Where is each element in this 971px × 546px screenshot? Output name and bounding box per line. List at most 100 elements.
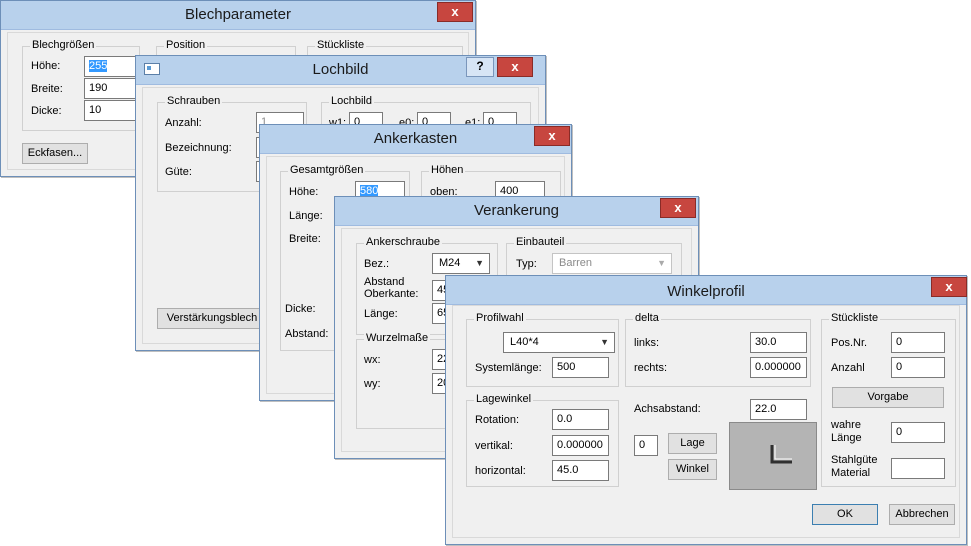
- bez-label: Bez.:: [364, 258, 390, 270]
- horizontal-field[interactable]: 45.0: [552, 460, 609, 481]
- rechts-label: rechts:: [634, 362, 668, 374]
- guete-label: Güte:: [165, 166, 192, 178]
- posnr-field[interactable]: 0: [891, 332, 945, 353]
- wy-label: wy:: [364, 378, 381, 390]
- winkel-button[interactable]: Winkel: [668, 459, 717, 480]
- wahre-laenge-label-line1: wahre: [831, 419, 861, 431]
- vertikal-label: vertikal:: [475, 440, 513, 452]
- group-label: Wurzelmaße: [364, 332, 431, 344]
- hoehe-label: Höhe:: [289, 186, 319, 198]
- rechts-field[interactable]: 0.000000: [750, 357, 807, 378]
- achsabstand-label: Achsabstand:: [634, 403, 701, 415]
- dicke-label: Dicke:: [285, 303, 316, 315]
- bez-value: M24: [439, 257, 461, 269]
- anzahl-label: Anzahl:: [165, 117, 202, 129]
- lagewinkel-group: Lagewinkel: [466, 393, 619, 487]
- ankerschraube-group: Ankerschraube: [356, 236, 498, 335]
- rotation-label: Rotation:: [475, 414, 520, 426]
- close-button[interactable]: x: [660, 198, 696, 218]
- lage-value-field[interactable]: 0: [634, 435, 658, 456]
- group-label: Lochbild: [329, 95, 374, 107]
- group-label: Gesamtgrößen: [288, 164, 366, 176]
- horizontal-label: horizontal:: [475, 465, 526, 477]
- close-button[interactable]: x: [534, 126, 570, 146]
- achsabstand-field[interactable]: 22.0: [750, 399, 807, 420]
- oben-label: oben:: [430, 186, 458, 198]
- wahre-laenge-field[interactable]: 0: [891, 422, 945, 443]
- vorgabe-button[interactable]: Vorgabe: [832, 387, 944, 408]
- group-label: Einbauteil: [514, 236, 567, 248]
- lochbild-title: Lochbild: [312, 61, 369, 78]
- wahre-laenge-label-line2: Länge: [831, 432, 862, 444]
- rotation-field[interactable]: 0.0: [552, 409, 609, 430]
- vertikal-field[interactable]: 0.000000: [552, 435, 609, 456]
- delta-group: delta: [625, 312, 811, 387]
- breite-label: Breite:: [31, 83, 63, 95]
- stahlguete-label-line2: Material: [831, 467, 871, 479]
- schrauben-group: Schrauben: [157, 95, 307, 192]
- typ-value: Barren: [559, 257, 593, 269]
- chevron-down-icon: ▼: [475, 258, 484, 268]
- close-button[interactable]: x: [497, 57, 533, 77]
- ankerkasten-titlebar[interactable]: Ankerkasten x: [260, 125, 571, 154]
- laenge-label: Länge:: [364, 308, 398, 320]
- winkelprofil-window: Winkelprofil x Profilwahl L40*4 ▼ System…: [445, 275, 967, 545]
- abbrechen-button[interactable]: Abbrechen: [889, 504, 955, 525]
- angle-profile-icon: [770, 445, 792, 464]
- group-label: Stückliste: [829, 312, 881, 324]
- abstand-oberkante-label: Abstand Oberkante:: [364, 276, 419, 300]
- group-label: Profilwahl: [474, 312, 526, 324]
- winkelprofil-title: Winkelprofil: [667, 283, 745, 300]
- stueckliste-group: Stückliste: [821, 312, 956, 487]
- wx-label: wx:: [364, 354, 381, 366]
- group-label: Ankerschraube: [364, 236, 442, 248]
- anzahl-label: Anzahl: [831, 362, 865, 374]
- laenge-label: Länge:: [289, 210, 323, 222]
- group-label: Stückliste: [315, 39, 367, 51]
- breite-field[interactable]: 190: [84, 78, 136, 99]
- group-label: Position: [164, 39, 208, 51]
- profilwahl-group: Profilwahl: [466, 312, 619, 387]
- chevron-down-icon: ▼: [600, 337, 609, 347]
- anzahl-field[interactable]: 0: [891, 357, 945, 378]
- hoehe-field[interactable]: 255: [84, 56, 136, 77]
- profil-dropdown[interactable]: L40*4 ▼: [503, 332, 615, 353]
- verankerung-titlebar[interactable]: Verankerung x: [335, 197, 698, 226]
- blechparameter-title: Blechparameter: [185, 6, 291, 23]
- verstaerkungsblech-button[interactable]: Verstärkungsblech: [157, 308, 267, 329]
- bez-dropdown[interactable]: M24 ▼: [432, 253, 490, 274]
- help-button[interactable]: ?: [466, 57, 494, 77]
- typ-dropdown[interactable]: Barren ▼: [552, 253, 672, 274]
- group-label: Blechgrößen: [30, 39, 97, 51]
- bezeichnung-label: Bezeichnung:: [165, 142, 232, 154]
- close-button[interactable]: x: [437, 2, 473, 22]
- group-label: delta: [633, 312, 661, 324]
- systemlaenge-field[interactable]: 500: [552, 357, 609, 378]
- links-field[interactable]: 30.0: [750, 332, 807, 353]
- verankerung-title: Verankerung: [473, 202, 560, 219]
- stahlguete-field[interactable]: [891, 458, 945, 479]
- profile-preview: [729, 422, 817, 490]
- group-label: Höhen: [429, 164, 466, 176]
- group-label: Lagewinkel: [474, 393, 534, 405]
- systemlaenge-label: Systemlänge:: [475, 362, 542, 374]
- posnr-label: Pos.Nr.: [831, 337, 868, 349]
- blechparameter-titlebar[interactable]: Blechparameter x: [1, 1, 475, 30]
- dicke-label: Dicke:: [31, 105, 62, 117]
- lage-button[interactable]: Lage: [668, 433, 717, 454]
- typ-label: Typ:: [516, 258, 537, 270]
- lochbild-titlebar[interactable]: Lochbild ? x: [136, 56, 545, 85]
- profil-value: L40*4: [510, 336, 539, 348]
- ankerkasten-title: Ankerkasten: [373, 130, 458, 147]
- stahlguete-label-line1: Stahlgüte: [831, 454, 878, 466]
- group-label: Schrauben: [165, 95, 223, 107]
- close-button[interactable]: x: [931, 277, 967, 297]
- winkelprofil-titlebar[interactable]: Winkelprofil x: [446, 276, 967, 305]
- app-icon: [144, 63, 160, 75]
- eckfasen-button[interactable]: Eckfasen...: [22, 143, 88, 164]
- ok-button[interactable]: OK: [812, 504, 878, 525]
- dicke-field[interactable]: 10: [84, 100, 136, 121]
- abstand-label: Abstand:: [285, 328, 329, 340]
- breite-label: Breite:: [289, 233, 321, 245]
- einbauteil-group: Einbauteil: [506, 236, 682, 283]
